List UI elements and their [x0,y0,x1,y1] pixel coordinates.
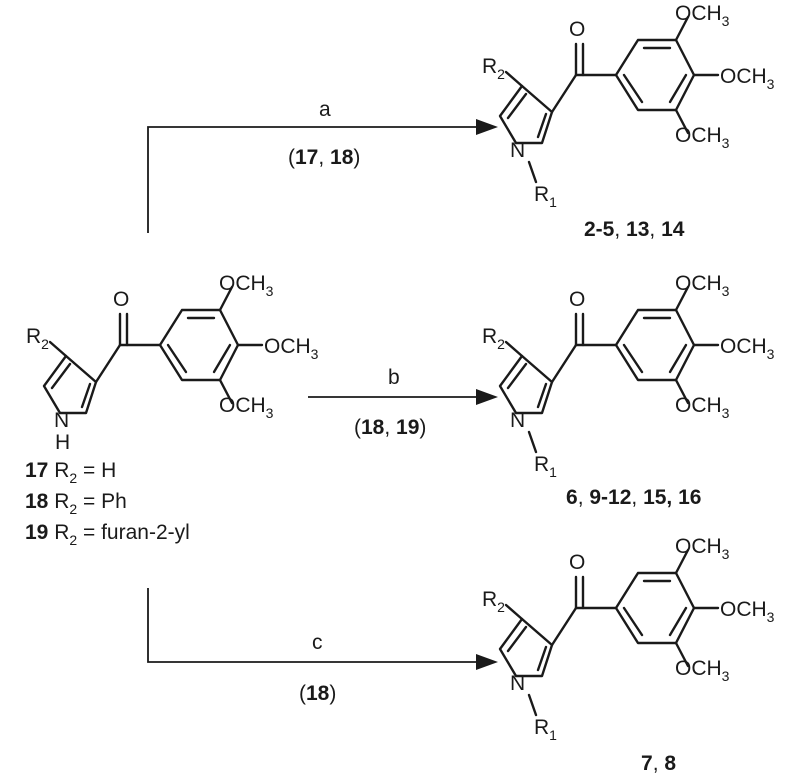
reagent-a-label: a [319,98,331,121]
products-b-label: 6, 9-12, 15, 16 [566,486,701,509]
compound-17-line: 17 R2 = H [25,459,116,486]
svg-text:R2: R2 [482,325,505,352]
svg-text:O: O [569,288,585,311]
svg-text:R1: R1 [534,453,557,480]
svg-text:R2: R2 [482,55,505,82]
svg-text:R1: R1 [534,183,557,210]
methoxy-middle: OCH3 [264,335,319,362]
svg-text:OCH3: OCH3 [675,272,730,299]
svg-text:OCH3: OCH3 [675,124,730,151]
substrates-b-label: (18, 19) [354,416,426,439]
product-c-structure: R2 O N R1 OCH3 OCH3 OCH3 [482,535,775,743]
pyrrole-nitrogen: N [54,409,69,432]
svg-text:OCH3: OCH3 [720,65,775,92]
products-a-label: 2-5, 13, 14 [584,218,685,241]
svg-text:R2: R2 [482,588,505,615]
svg-text:OCH3: OCH3 [675,394,730,421]
substrates-a-label: (17, 18) [288,146,360,169]
arrow-a [147,119,498,233]
compound-18-line: 18 R2 = Ph [25,490,127,517]
r2-label: R2 [26,325,49,352]
product-a-structure: R2 O N R1 OCH3 OCH3 OCH3 [482,2,775,210]
svg-text:OCH3: OCH3 [675,535,730,562]
product-b-structure: R2 O N R1 OCH3 OCH3 OCH3 [482,272,775,480]
svg-text:OCH3: OCH3 [720,335,775,362]
carbonyl-oxygen: O [113,288,129,311]
substrates-c-label: (18) [299,682,336,705]
svg-text:N: N [510,139,525,162]
svg-text:N: N [510,672,525,695]
svg-text:OCH3: OCH3 [675,2,730,29]
starting-material-structure: R2 O N H OCH3 OCH3 OCH3 [26,272,319,454]
svg-text:N: N [510,409,525,432]
methoxy-top: OCH3 [219,272,274,299]
compound-19-line: 19 R2 = furan-2-yl [25,521,190,548]
arrow-b [308,389,498,405]
arrow-c [147,588,498,670]
starting-material-legend: 17 R2 = H 18 R2 = Ph 19 R2 = furan-2-yl [25,459,190,548]
reagent-c-label: c [312,631,323,654]
reagent-b-label: b [388,366,400,389]
svg-text:O: O [569,551,585,574]
methoxy-bottom: OCH3 [219,394,274,421]
nh-hydrogen: H [55,431,70,454]
svg-text:O: O [569,18,585,41]
svg-text:R1: R1 [534,716,557,743]
products-c-label: 7, 8 [641,752,676,775]
svg-text:OCH3: OCH3 [675,657,730,684]
svg-text:OCH3: OCH3 [720,598,775,625]
